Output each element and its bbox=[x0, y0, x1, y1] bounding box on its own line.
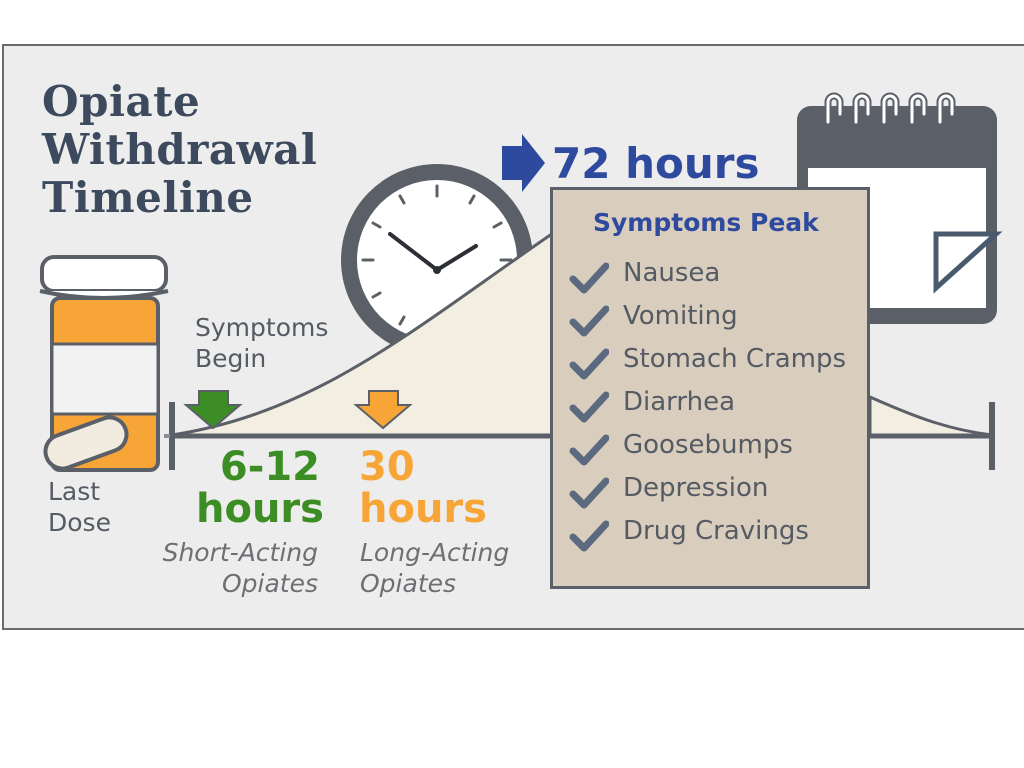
symptoms-peak-box: Symptoms Peak Nausea Vomiting Stomach Cr… bbox=[550, 187, 870, 589]
arrow-down-icon bbox=[353, 390, 413, 430]
arrow-down-icon bbox=[183, 390, 243, 430]
symptom-label: Diarrhea bbox=[623, 387, 736, 417]
symptoms-peak-title: Symptoms Peak bbox=[593, 208, 819, 237]
symptom-curve bbox=[171, 224, 564, 437]
checkmark-icon bbox=[569, 305, 609, 337]
long-acting-label: Long-Acting Opiates bbox=[360, 538, 510, 598]
arrow-right-icon bbox=[502, 134, 545, 192]
symptom-label: Vomiting bbox=[623, 301, 738, 331]
checkmark-icon bbox=[569, 391, 609, 423]
checkmark-icon bbox=[569, 520, 609, 552]
checkmark-icon bbox=[569, 262, 609, 294]
list-item: Stomach Cramps bbox=[565, 342, 846, 385]
symptom-list: Nausea Vomiting Stomach Cramps Diarrhea … bbox=[565, 256, 846, 557]
symptom-label: Depression bbox=[623, 473, 769, 503]
list-item: Vomiting bbox=[565, 299, 846, 342]
long-acting-hours: 30 hours bbox=[359, 444, 487, 532]
peak-hours: 72 hours bbox=[552, 139, 760, 188]
list-item: Goosebumps bbox=[565, 428, 846, 471]
infographic-panel: Opiate Withdrawal Timeline Symptoms Begi… bbox=[2, 44, 1024, 630]
symptom-curve-tail bbox=[868, 394, 993, 437]
short-acting-label: Short-Acting Opiates bbox=[162, 538, 318, 598]
checkmark-icon bbox=[569, 477, 609, 509]
checkmark-icon bbox=[569, 434, 609, 466]
list-item: Depression bbox=[565, 471, 846, 514]
symptom-label: Nausea bbox=[623, 258, 721, 288]
pill-bottle-icon bbox=[39, 255, 169, 472]
page-title: Opiate Withdrawal Timeline bbox=[42, 77, 318, 222]
symptoms-begin-label: Symptoms Begin bbox=[195, 313, 329, 373]
list-item: Nausea bbox=[565, 256, 846, 299]
list-item: Drug Cravings bbox=[565, 514, 846, 557]
short-acting-hours: 6-12 hours bbox=[196, 444, 324, 532]
list-item: Diarrhea bbox=[565, 385, 846, 428]
last-dose-label: Last Dose bbox=[48, 477, 111, 537]
symptom-label: Drug Cravings bbox=[623, 516, 809, 546]
symptom-label: Stomach Cramps bbox=[623, 344, 847, 374]
checkmark-icon bbox=[569, 348, 609, 380]
symptom-label: Goosebumps bbox=[623, 430, 793, 460]
